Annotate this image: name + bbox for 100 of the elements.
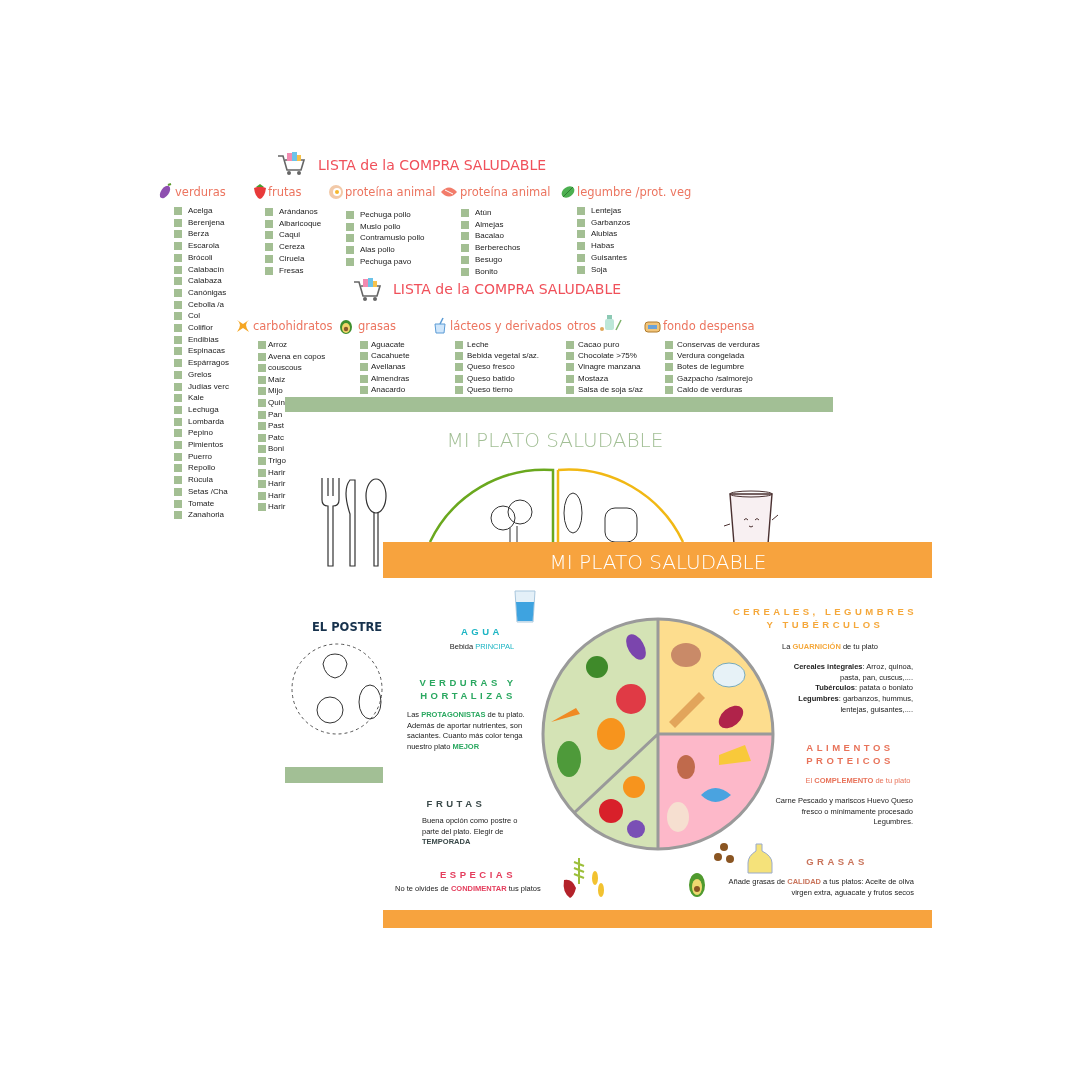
section-heading: VERDURAS Y HORTALIZAS	[418, 676, 518, 702]
section-heading: GRASAS	[805, 855, 869, 868]
list-item: Habas	[591, 241, 615, 252]
list-item: Bacalao	[475, 231, 504, 242]
list-item: Calabacín	[188, 264, 225, 275]
list-item: Botes de legumbre	[677, 362, 745, 373]
list-item: Espárragos	[188, 358, 229, 369]
list-item: Canónigas	[188, 287, 227, 298]
list-item: Bonito	[475, 266, 498, 277]
list-item: Quin	[268, 398, 285, 408]
list-item: Muslo pollo	[360, 221, 401, 232]
list-item: Vinagre manzana	[578, 362, 641, 373]
category-heading: lácteos y derivados	[450, 319, 562, 333]
list-item: Aguacate	[371, 340, 405, 350]
list-item: Harir	[268, 502, 286, 513]
list-item: Coliflor	[188, 323, 213, 333]
list-item: Gazpacho /salmorejo	[677, 373, 753, 384]
section-heading: ALIMENTOS PROTEICOS	[805, 741, 895, 767]
list-item: Calabaza	[188, 276, 222, 287]
list-item: Queso batido	[467, 373, 515, 384]
list-item: Cacao puro	[578, 340, 620, 350]
list-item: Queso fresco	[467, 362, 515, 373]
list-item: Cacahuete	[371, 351, 410, 362]
list-item: Grelos	[188, 369, 212, 380]
section-heading: FRUTAS	[425, 797, 487, 810]
list-item: Harir	[268, 467, 286, 478]
list-item: Puerro	[188, 451, 212, 462]
list-item: Fresas	[279, 265, 304, 276]
list-item: Queso tierno	[467, 384, 513, 395]
list-item: Setas /Cha	[188, 486, 228, 497]
list-item: Repollo	[188, 463, 216, 474]
plate-title: MI PLATO SALUDABLE	[548, 550, 768, 574]
list-item: Trigo	[268, 456, 286, 466]
list-item: Past	[268, 421, 284, 432]
list-item: Brócoli	[188, 252, 213, 263]
list-item: Bebida vegetal s/az.	[467, 351, 540, 362]
list-item: Berenjena	[188, 217, 225, 228]
list-item: Verdura congelada	[677, 351, 745, 362]
list-item: Maíz	[268, 374, 286, 385]
list-item: Alas pollo	[360, 245, 395, 256]
list-item: Pechuga pollo	[360, 210, 411, 220]
list-item: Alubias	[591, 229, 618, 240]
list-item: Lombarda	[188, 416, 225, 427]
list-item: Avena en copos	[268, 351, 326, 362]
list-item: Cebolla /a	[188, 299, 225, 310]
list-item: Caldo de verduras	[677, 384, 743, 395]
list-item: Anacardo	[371, 384, 406, 395]
list-item: Harir	[268, 490, 286, 501]
list-item: Rúcula	[188, 475, 213, 486]
list-item: Leche	[467, 340, 489, 350]
list-item: Besugo	[475, 254, 503, 265]
category-heading: verduras	[175, 185, 226, 199]
category-heading: otros	[567, 319, 597, 333]
section-heading: EL POSTRE	[312, 620, 383, 634]
category-heading: carbohidratos	[253, 319, 333, 333]
category-heading: legumbre /prot. veg	[577, 185, 692, 199]
list-item: Pechuga pavo	[360, 256, 412, 267]
list-item: Arroz	[268, 340, 288, 350]
list-item: Guisantes	[591, 252, 628, 263]
list-item: Boni	[268, 444, 284, 455]
list-item: Berza	[188, 229, 209, 240]
plate-title: MI PLATO SALUDABLE	[445, 428, 665, 452]
category-heading: frutas	[268, 185, 302, 199]
list-item: Berberechos	[475, 243, 521, 254]
list-item: Cereza	[279, 242, 305, 253]
list-item: Kale	[188, 393, 204, 404]
category-heading: grasas	[358, 319, 397, 333]
list-item: Pimientos	[188, 440, 224, 450]
list-item: Almendras	[371, 373, 410, 384]
list-item: Conservas de verduras	[677, 340, 760, 350]
list-item: Albaricoque	[279, 218, 322, 229]
section-heading: AGUA	[460, 625, 504, 638]
list-item: Escarola	[188, 241, 220, 252]
list-item: Mostaza	[578, 373, 609, 384]
list-title: LISTA de la COMPRA SALUDABLE	[318, 157, 547, 173]
list-item: Avellanas	[371, 362, 406, 373]
category-heading: proteína animal	[345, 185, 436, 199]
list-item: Ciruela	[279, 253, 305, 264]
list-item: Zanahoria	[188, 510, 225, 521]
list-item: Pan	[268, 409, 283, 420]
list-item: Arándanos	[279, 207, 318, 217]
list-item: Espinacas	[188, 346, 225, 357]
list-item: Salsa de soja s/az	[578, 384, 643, 395]
list-item: Harir	[268, 479, 286, 490]
section-heading: ESPECIAS	[438, 868, 517, 881]
category-heading: fondo despensa	[663, 319, 755, 333]
list-item: Caqui	[279, 230, 300, 241]
list-item: Patc	[268, 432, 284, 443]
list-item: couscous	[268, 363, 302, 374]
list-item: Soja	[591, 264, 607, 275]
list-item: Atún	[475, 208, 492, 218]
list-item: Almejas	[475, 219, 504, 230]
list-item: Mijo	[268, 386, 283, 397]
list-item: Acelga	[188, 206, 213, 216]
list-item: Lentejas	[591, 206, 622, 216]
list-item: Col	[188, 311, 200, 322]
list-title: LISTA de la COMPRA SALUDABLE	[393, 281, 622, 297]
list-item: Pepino	[188, 428, 213, 439]
list-item: Judías verc	[188, 381, 229, 392]
category-heading: proteína animal	[460, 185, 551, 199]
